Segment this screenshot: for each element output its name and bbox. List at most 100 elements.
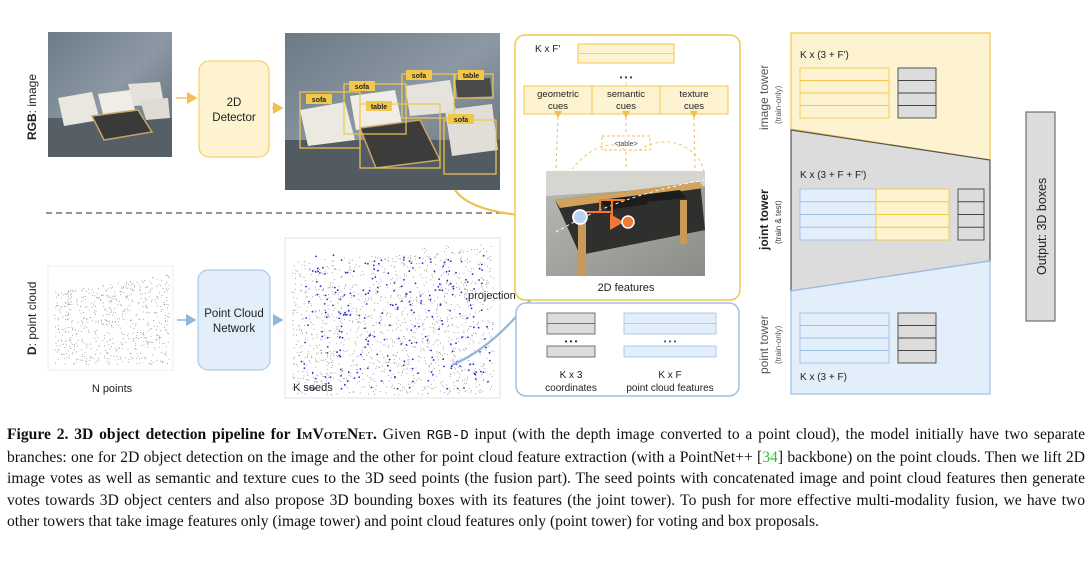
point-cloud-dot xyxy=(432,326,434,328)
point-cloud-dot xyxy=(113,311,115,313)
point-cloud-dot xyxy=(102,294,104,296)
coords-label: coordinates xyxy=(545,383,597,394)
point-cloud-dot xyxy=(439,283,441,286)
point-cloud-dot xyxy=(431,302,433,304)
point-cloud-dot xyxy=(479,354,481,356)
point-cloud-dot xyxy=(420,347,422,349)
point-cloud-dot xyxy=(448,392,450,394)
point-cloud-dot xyxy=(481,278,483,280)
point-cloud-dot xyxy=(168,288,170,290)
point-cloud-dot xyxy=(127,287,129,289)
point-cloud-dot xyxy=(340,291,342,293)
point-cloud-dot xyxy=(344,351,346,353)
point-cloud-dot xyxy=(352,275,354,277)
point-cloud-dot xyxy=(453,372,455,374)
point-cloud-dot xyxy=(105,290,107,292)
point-cloud-dot xyxy=(325,380,327,382)
citation-link[interactable]: 34 xyxy=(762,449,778,467)
point-cloud-dot xyxy=(308,302,309,304)
point-cloud-dot xyxy=(466,289,468,291)
point-cloud-dot xyxy=(339,312,342,315)
point-cloud-dot xyxy=(320,349,322,351)
point-cloud-dot xyxy=(304,280,306,282)
point-cloud-dot xyxy=(300,330,302,332)
point-cloud-dot xyxy=(492,287,494,289)
n-points-label: N points xyxy=(92,383,133,395)
point-cloud-dot xyxy=(430,363,432,365)
point-cloud-dot xyxy=(112,314,114,316)
point-cloud-dot xyxy=(146,305,148,307)
point-cloud-dot xyxy=(486,286,488,288)
coords-dots: • • • xyxy=(565,337,578,346)
point-cloud-dot xyxy=(333,260,335,262)
point-cloud-dot xyxy=(316,317,318,319)
point-cloud-dot xyxy=(56,302,58,304)
point-cloud-dot xyxy=(349,372,351,374)
caption-text-2: input (with the depth image converted to… xyxy=(7,426,1086,467)
point-cloud-dot xyxy=(80,359,82,361)
point-cloud-dot xyxy=(80,306,82,307)
point-cloud-dot xyxy=(351,259,353,261)
point-cloud-dot xyxy=(161,309,163,311)
point-cloud-dot xyxy=(328,308,330,310)
pcfeat-label: point cloud features xyxy=(626,383,713,394)
point-cloud-dot xyxy=(160,310,162,312)
point-cloud-dot xyxy=(340,296,342,298)
point-cloud-dot xyxy=(413,374,415,376)
point-cloud-dot xyxy=(348,338,350,340)
point-cloud-dot xyxy=(325,373,327,375)
point-cloud-dot xyxy=(140,298,142,299)
point-cloud-dot xyxy=(460,291,463,294)
point-cloud-dot xyxy=(462,370,463,372)
point-cloud-dot xyxy=(100,298,102,300)
point-cloud-dot xyxy=(361,349,363,351)
point-cloud-dot xyxy=(80,325,82,327)
point-cloud-dot xyxy=(97,337,99,339)
point-cloud-dot xyxy=(418,263,420,265)
point-cloud-dot xyxy=(65,344,67,346)
point-cloud-dot xyxy=(379,366,381,368)
point-cloud-dot xyxy=(449,376,451,378)
point-cloud-dot xyxy=(83,318,84,319)
point-cloud-dot xyxy=(360,295,362,297)
point-cloud-dot xyxy=(353,295,355,297)
point-cloud-dot xyxy=(421,394,423,396)
point-cloud-dot xyxy=(69,290,71,292)
point-cloud-dot xyxy=(137,332,138,333)
point-cloud-dot xyxy=(127,333,129,335)
point-cloud-dot xyxy=(353,291,355,293)
point-cloud-dot xyxy=(146,336,147,338)
point-cloud-dot xyxy=(64,363,66,365)
point-cloud-dot xyxy=(133,290,135,292)
point-cloud-dot xyxy=(390,296,392,298)
point-cloud-dot xyxy=(355,311,357,313)
point-cloud-dot xyxy=(414,325,416,327)
point-cloud-dot xyxy=(366,337,368,338)
point-cloud-dot xyxy=(123,310,125,312)
point-cloud-dot xyxy=(168,312,170,314)
point-cloud-dot xyxy=(414,337,416,339)
point-cloud-dot xyxy=(121,287,123,289)
point-cloud-dot xyxy=(434,271,436,273)
point-cloud-dot xyxy=(332,254,335,256)
point-cloud-dot xyxy=(358,314,361,317)
point-cloud-dot xyxy=(425,311,427,313)
point-cloud-dot xyxy=(99,297,101,298)
point-cloud-dot xyxy=(444,260,446,262)
point-cloud-dot xyxy=(304,261,306,263)
point-cloud-dot xyxy=(54,362,56,364)
point-cloud-dot xyxy=(406,372,408,374)
point-cloud-dot xyxy=(292,313,294,315)
point-cloud-dot xyxy=(305,379,307,381)
point-cloud-dot xyxy=(295,272,297,274)
point-cloud-dot xyxy=(349,272,351,274)
point-cloud-dot xyxy=(373,260,376,263)
point-cloud-dot xyxy=(353,270,355,273)
point-cloud-dot xyxy=(373,267,374,269)
point-cloud-dot xyxy=(147,342,149,343)
point-cloud-dot xyxy=(436,322,438,324)
point-cloud-dot xyxy=(141,280,143,282)
point-cloud-dot xyxy=(94,309,95,311)
point-cloud-dot xyxy=(151,300,153,302)
point-cloud-dot xyxy=(405,350,407,352)
